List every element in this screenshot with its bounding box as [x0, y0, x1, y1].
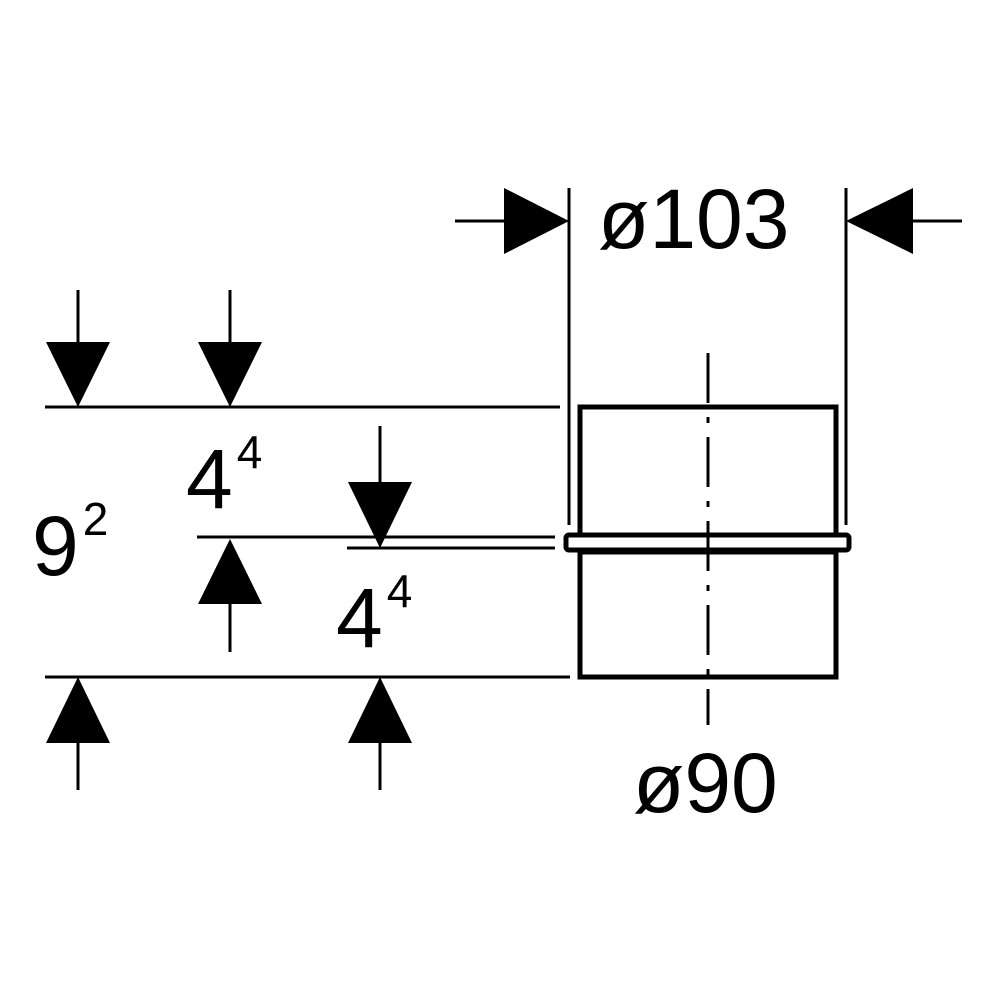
- lower-section-dimension: 44: [336, 426, 412, 790]
- lower-section-label: 44: [336, 565, 412, 665]
- arrow-down-icon: [46, 342, 110, 407]
- arrow-left-icon: [846, 188, 913, 254]
- arrow-up-icon: [46, 677, 110, 743]
- inner-diameter-label: ø90: [633, 736, 778, 830]
- outer-diameter-dimension: ø103: [455, 172, 962, 525]
- arrow-right-icon: [504, 188, 569, 254]
- upper-section-label: 44: [186, 426, 262, 526]
- arrow-down-icon: [198, 342, 262, 407]
- arrow-up-icon: [348, 677, 412, 743]
- upper-section-dimension: 44: [186, 290, 262, 652]
- arrow-down-icon: [348, 482, 412, 548]
- arrow-up-icon: [198, 539, 262, 604]
- total-height-label: 92: [32, 493, 108, 593]
- total-height-dimension: 92: [32, 290, 110, 790]
- outer-diameter-label: ø103: [598, 172, 789, 266]
